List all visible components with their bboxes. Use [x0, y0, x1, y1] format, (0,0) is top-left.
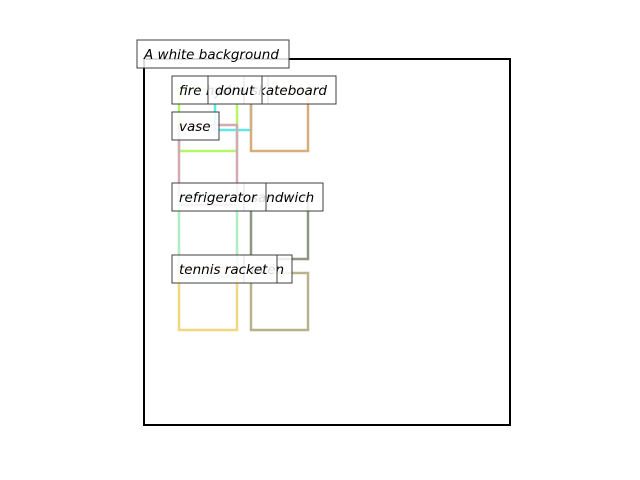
refrigerator-label-text: refrigerator [179, 190, 258, 206]
sandwich-label-text: sandwich [251, 190, 314, 206]
vase-label-text: vase [179, 119, 211, 135]
refrigerator-label: refrigerator [171, 182, 267, 212]
canvas-frame [143, 58, 511, 426]
donut-label-text: donut [215, 83, 255, 99]
caption-label: A white background [136, 39, 290, 69]
donut-label: donut [207, 75, 263, 105]
skateboard-label-text: skateboard [251, 83, 327, 99]
caption-text: A white background [143, 47, 279, 63]
tennis-racket-label-text: tennis racket [179, 262, 268, 278]
tennis-racket-label: tennis racket [171, 254, 278, 284]
vase-label: vase [171, 111, 220, 141]
